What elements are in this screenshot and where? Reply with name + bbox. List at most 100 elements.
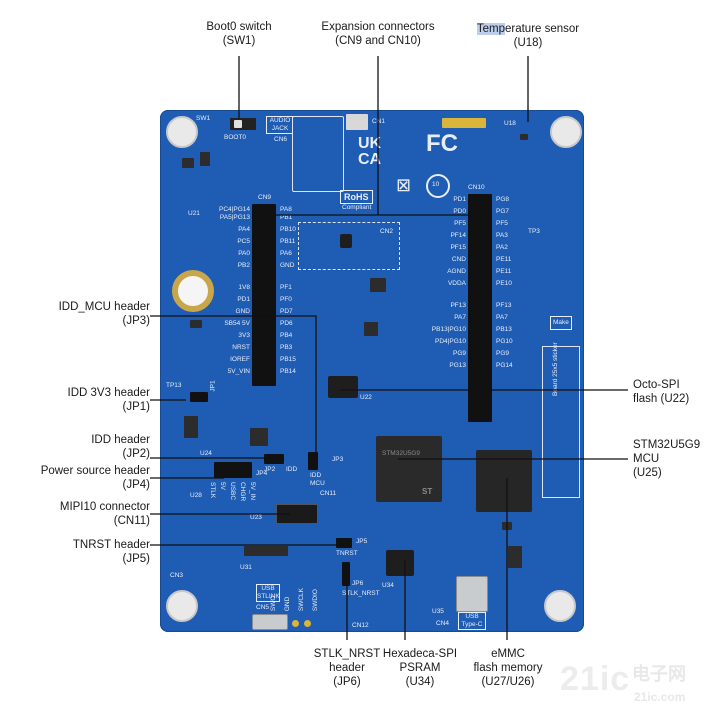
- jp2-silk: JP2: [264, 466, 276, 473]
- label-idd-3v3: IDD 3V3 header (JP1): [10, 386, 150, 414]
- swd-label: GND: [284, 596, 291, 612]
- fc-mark: FC: [426, 130, 458, 157]
- label-psram-line1: Hexadeca-SPI: [382, 648, 458, 660]
- mipi10-connector: [276, 504, 318, 524]
- idd-silk: IDD: [286, 466, 298, 473]
- cn10-right-label: PE11: [496, 256, 512, 263]
- cn9-left-label: IOREF: [230, 356, 250, 363]
- ten-year-text: 10: [432, 181, 440, 188]
- boot0-silk: BOOT0: [224, 134, 247, 141]
- label-idd: IDD header (JP2): [10, 433, 150, 461]
- cn1-silk: CN1: [372, 118, 386, 125]
- label-stlk-nrst: STLK_NRST header (JP6): [292, 647, 402, 689]
- cn9-right-labels: PA8 PB1 PB10 PB11 PA6 GND PF1 PF0 PD7 PD…: [280, 206, 296, 376]
- usb-stlink-connector: [252, 614, 288, 630]
- cn10-left-label: PD0: [453, 208, 466, 215]
- audio-jack-silk: AUDIO JACK: [266, 116, 294, 134]
- cn9-right-label: PB10: [280, 226, 296, 233]
- cn9-left-labels: PC4|PG14 PA5|PG13 PA4 PC5 PA0 PB2 1V8 PD…: [200, 206, 250, 376]
- cn9-left-label: PC4|PG14: [219, 206, 250, 213]
- jp1-silk: JP1: [209, 380, 217, 392]
- cn9-right-label: GND: [280, 262, 295, 269]
- label-power-source-line1: Power source header: [40, 465, 150, 477]
- power-option: STLK: [209, 482, 216, 499]
- cn10-right-label: PA2: [496, 244, 508, 251]
- cn10-right-label: PG14: [496, 362, 513, 369]
- u18-silk: U18: [504, 120, 516, 127]
- cn10-left-label: PD1: [453, 196, 466, 203]
- label-octospi: Octo-SPI flash (U22): [633, 378, 711, 406]
- u31-silk: U31: [240, 564, 252, 571]
- power-option: 5V: [219, 482, 226, 490]
- usb-stlink-silk: USB STLINK: [256, 584, 280, 602]
- weee-bin-icon: ⊠: [396, 175, 412, 195]
- cn10-left-label: PG9: [452, 350, 466, 357]
- mcu-marking: STM32U5G9: [382, 450, 420, 457]
- jp4-silk: JP4: [256, 470, 268, 477]
- cn9-right-label: PA8: [280, 206, 292, 213]
- cn9-left-label: 1V8: [238, 284, 250, 291]
- swd-pad: [304, 620, 311, 627]
- cn10-left-label: VDDA: [447, 280, 466, 287]
- temperature-sensor-chip: [520, 134, 528, 140]
- label-power-source: Power source header (JP4): [10, 464, 150, 492]
- cn12-silk: CN12: [352, 622, 369, 629]
- jp3-header: [308, 452, 318, 470]
- label-mipi10-line1: MIPI10 connector: [59, 501, 150, 513]
- label-expansion: Expansion connectors (CN9 and CN10): [308, 20, 448, 48]
- emmc-chip: [476, 450, 532, 512]
- swd-label: SWDIO: [312, 589, 319, 612]
- u22-silk: U22: [360, 394, 372, 401]
- label-mcu-line2: MCU: [633, 453, 660, 465]
- cn10-right-labels: PG8 PG7 PF5 PA3 PA2 PE11 PE11 PE10 PF13 …: [496, 196, 513, 370]
- label-psram-line3: (U34): [405, 676, 435, 688]
- cn2-chip: [340, 234, 352, 248]
- label-mipi10: MIPI10 connector (CN11): [10, 500, 150, 528]
- cn9-right-label: PB11: [280, 238, 296, 245]
- mounting-hole-top-right: [550, 116, 582, 148]
- cn9-left-label: PD1: [237, 296, 250, 303]
- cn10-right-label: PF5: [496, 220, 508, 227]
- label-boot0-line1: Boot0 switch: [206, 21, 272, 33]
- label-mcu-line1: STM32U5G9: [633, 439, 701, 451]
- cn10-left-label: PG13: [449, 362, 466, 369]
- cn10-right-label: PG8: [496, 196, 510, 203]
- cn9-right-label: PD7: [280, 308, 293, 315]
- label-idd-line1: IDD header: [91, 434, 150, 446]
- label-temp: Temperature sensor (U18): [466, 22, 590, 50]
- component: [182, 158, 194, 168]
- cn9-right-label: PF0: [280, 296, 292, 303]
- swd-label: SWCLK: [298, 588, 305, 612]
- cn10-left-label: PF5: [454, 220, 466, 227]
- u34-silk: U34: [382, 582, 394, 589]
- cn9-right-label: PB3: [280, 344, 293, 351]
- label-stlk-nrst-line1: STLK_NRST: [313, 648, 381, 660]
- cn2-silk: CN2: [380, 228, 394, 235]
- stlk-nrst-silk: STLK_NRST: [342, 590, 380, 597]
- stlk-nrst-header: [342, 562, 350, 586]
- watermark-brand: 21ic: [560, 660, 631, 698]
- power-option: CHGR: [239, 482, 246, 502]
- label-temp-line1: Temperature sensor: [466, 22, 590, 36]
- cn9-silk: CN9: [258, 194, 272, 201]
- cn10-right-label: PA3: [496, 232, 508, 239]
- idd-mcu-silk: IDD MCU: [310, 472, 325, 487]
- cn9-right-label: PB4: [280, 332, 293, 339]
- cn9-left-label: PC5: [237, 238, 250, 245]
- label-temp-rest: erature sensor: [504, 23, 580, 35]
- component: [508, 546, 522, 568]
- cn9-left-label: PA0: [238, 250, 250, 257]
- label-idd-line2: (JP2): [122, 448, 150, 460]
- label-psram: Hexadeca-SPI PSRAM (U34): [370, 647, 470, 689]
- power-option: 5V_IN: [249, 482, 256, 501]
- cn9-right-label: PB15: [280, 356, 296, 363]
- audio-jack: [292, 116, 344, 192]
- label-idd-3v3-line2: (JP1): [122, 401, 150, 413]
- label-idd-mcu-line2: (JP3): [122, 315, 150, 327]
- cn9-header: [252, 204, 276, 386]
- cn4-silk: CN4: [436, 620, 450, 627]
- component: [250, 428, 268, 446]
- label-emmc-line3: (U27/U26): [481, 676, 535, 688]
- boot0-switch-slider: [234, 120, 242, 128]
- cn10-right-label: PG9: [496, 350, 510, 357]
